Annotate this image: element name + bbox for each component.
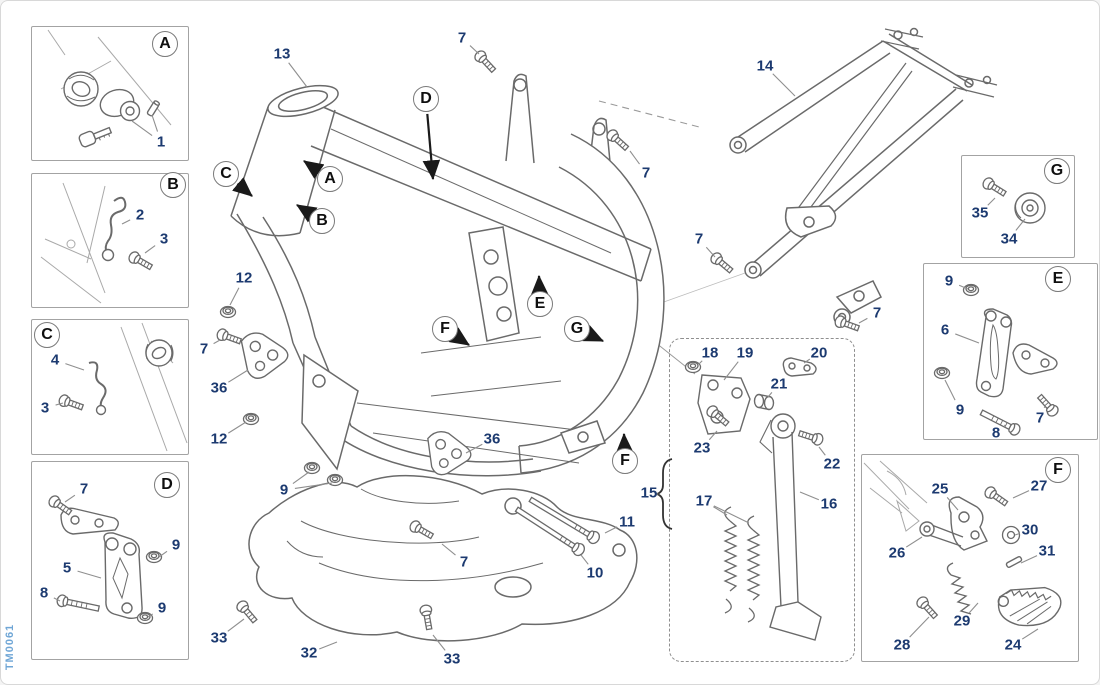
marker-arrow [422,113,441,181]
box-b-art [40,182,155,304]
leader-line [53,597,61,602]
leader-line [604,526,618,534]
leader-line [432,634,446,651]
subframe-art [729,27,998,326]
leader-line [121,219,131,225]
leader-line [580,554,589,565]
leader-line [64,494,76,503]
leader-line [65,363,85,371]
box-g-art [980,175,1046,224]
leader-line [1020,555,1038,564]
box-e-art [933,283,1061,438]
leader-line [1014,532,1020,536]
leader-line [228,369,249,383]
leader-line [955,333,980,344]
skid-plate-art [248,474,638,642]
box-c-art [56,322,188,452]
leader-line [713,506,728,516]
marker-arrow [296,204,318,223]
leader-line [713,505,750,524]
leader-line [799,491,820,501]
leader-line [465,443,483,454]
marker-arrow [303,160,325,179]
leader-line [858,317,868,324]
leader-line [905,536,923,548]
leader-line [723,361,739,381]
leader-line [705,246,716,258]
box-d-art [46,493,163,625]
leader-line [1003,424,1006,427]
marker-arrow [232,177,253,197]
leader-line [77,570,102,579]
leader-line [803,358,811,364]
leader-line [469,45,480,55]
side-stand-art [654,357,826,641]
leader-line [1021,628,1039,640]
leader-line [144,245,156,254]
leader-line [294,482,333,489]
leader-line [987,197,996,206]
leader-line [1012,490,1030,499]
leader-line [131,120,153,136]
leader-line [698,360,703,365]
leader-line [909,616,930,638]
leader-line [1015,218,1026,231]
watermark: TM0061 [4,623,17,671]
leader-line [55,402,64,406]
leader-line [228,421,247,434]
leader-line [441,543,456,556]
leader-line [958,284,969,290]
leader-line [229,287,240,306]
marker-arrow [582,325,604,342]
leader-line [708,430,718,441]
leader-line [767,392,773,398]
leader-line [158,550,168,558]
leader-line [818,446,826,456]
detail-box-e [923,263,1098,440]
leader-line [946,496,959,511]
leader-line [227,618,245,632]
side-stand-group-box [669,338,855,662]
leader-line [319,641,338,650]
leader-line [629,150,640,165]
leader-line [944,379,956,401]
leader-line [151,114,159,132]
leader-line [968,602,979,614]
leader-line [288,62,308,88]
main-frame-art [230,73,746,477]
detail-box-f [861,454,1079,662]
leader-line [772,73,796,97]
leader-line [147,613,154,618]
box-f-art [863,460,1062,627]
box-a-art [47,29,172,148]
leader-line [292,471,310,485]
marker-arrow [448,327,470,346]
leader-line [1043,405,1046,409]
leader-line [213,339,221,345]
